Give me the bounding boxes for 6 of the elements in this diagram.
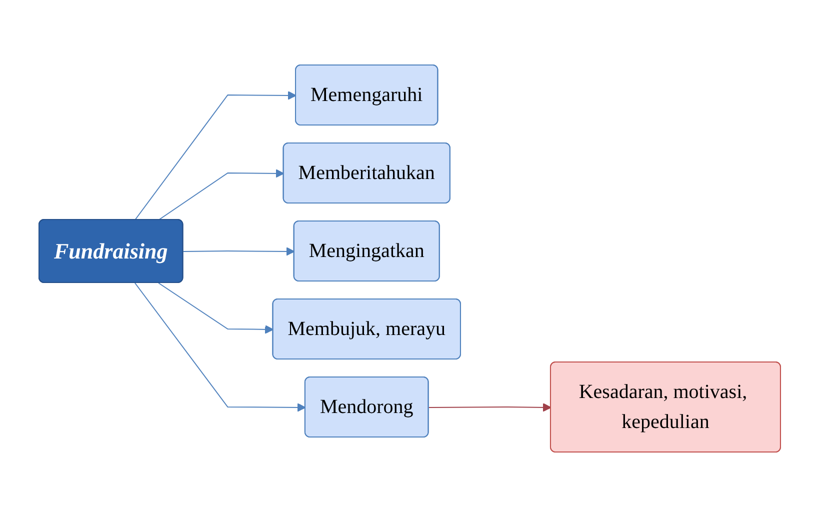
arrow [134,90,296,220]
arrow [134,282,306,412]
arrow [182,246,294,256]
arrow [428,402,552,412]
arrow [158,282,274,334]
arrow [158,168,284,220]
